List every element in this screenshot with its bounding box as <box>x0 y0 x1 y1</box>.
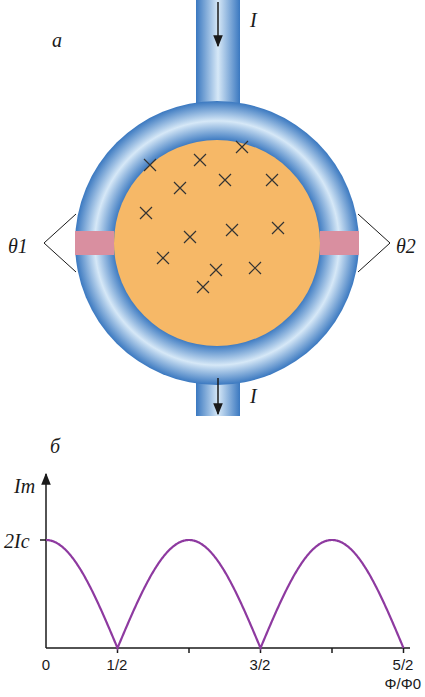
figure-label: а <box>52 30 62 50</box>
flux-cross <box>140 207 152 219</box>
flux-cross <box>272 222 284 234</box>
flux-cross <box>219 174 231 186</box>
x-axis <box>46 647 410 649</box>
axis-label: 0 <box>42 657 50 672</box>
figure-label: θ1 <box>8 236 28 256</box>
flux-cross <box>144 159 156 171</box>
figure-label: б <box>50 436 60 456</box>
flux-cross <box>266 174 278 186</box>
figure-label: Im <box>14 476 35 496</box>
figure-label: θ2 <box>396 236 416 256</box>
figure-label: 2Ic <box>4 531 30 551</box>
flux-cross <box>197 281 209 293</box>
junction-1 <box>75 231 114 255</box>
y-axis <box>45 474 47 648</box>
tick <box>403 648 405 653</box>
axis-label: Φ/Φ0 <box>385 676 421 691</box>
flux-cross <box>194 154 206 166</box>
axis-label: 5/2 <box>393 657 414 672</box>
flux-cross <box>236 141 248 153</box>
figure-label: I <box>250 386 257 406</box>
flux-cross <box>226 224 238 236</box>
current-arrow <box>217 378 219 414</box>
flux-cross <box>157 252 169 264</box>
flux-cross <box>184 231 196 243</box>
current-arrow <box>217 2 219 46</box>
superconducting-ring <box>75 101 359 385</box>
tick <box>331 648 333 653</box>
flux-cross <box>210 264 222 276</box>
flux-cross <box>249 262 261 274</box>
axis-label: 3/2 <box>250 657 271 672</box>
figure-label: I <box>250 10 257 30</box>
critical-current-curve <box>46 540 404 648</box>
flux-cross <box>174 182 186 194</box>
leader-line <box>358 214 390 272</box>
flux-region <box>114 140 320 346</box>
leader-line <box>44 214 76 272</box>
tick <box>188 648 190 653</box>
flux-crosses <box>140 141 284 293</box>
top-lead <box>196 0 240 110</box>
junction-2 <box>320 231 359 255</box>
axis-label: 1/2 <box>107 657 128 672</box>
tick <box>40 539 46 541</box>
